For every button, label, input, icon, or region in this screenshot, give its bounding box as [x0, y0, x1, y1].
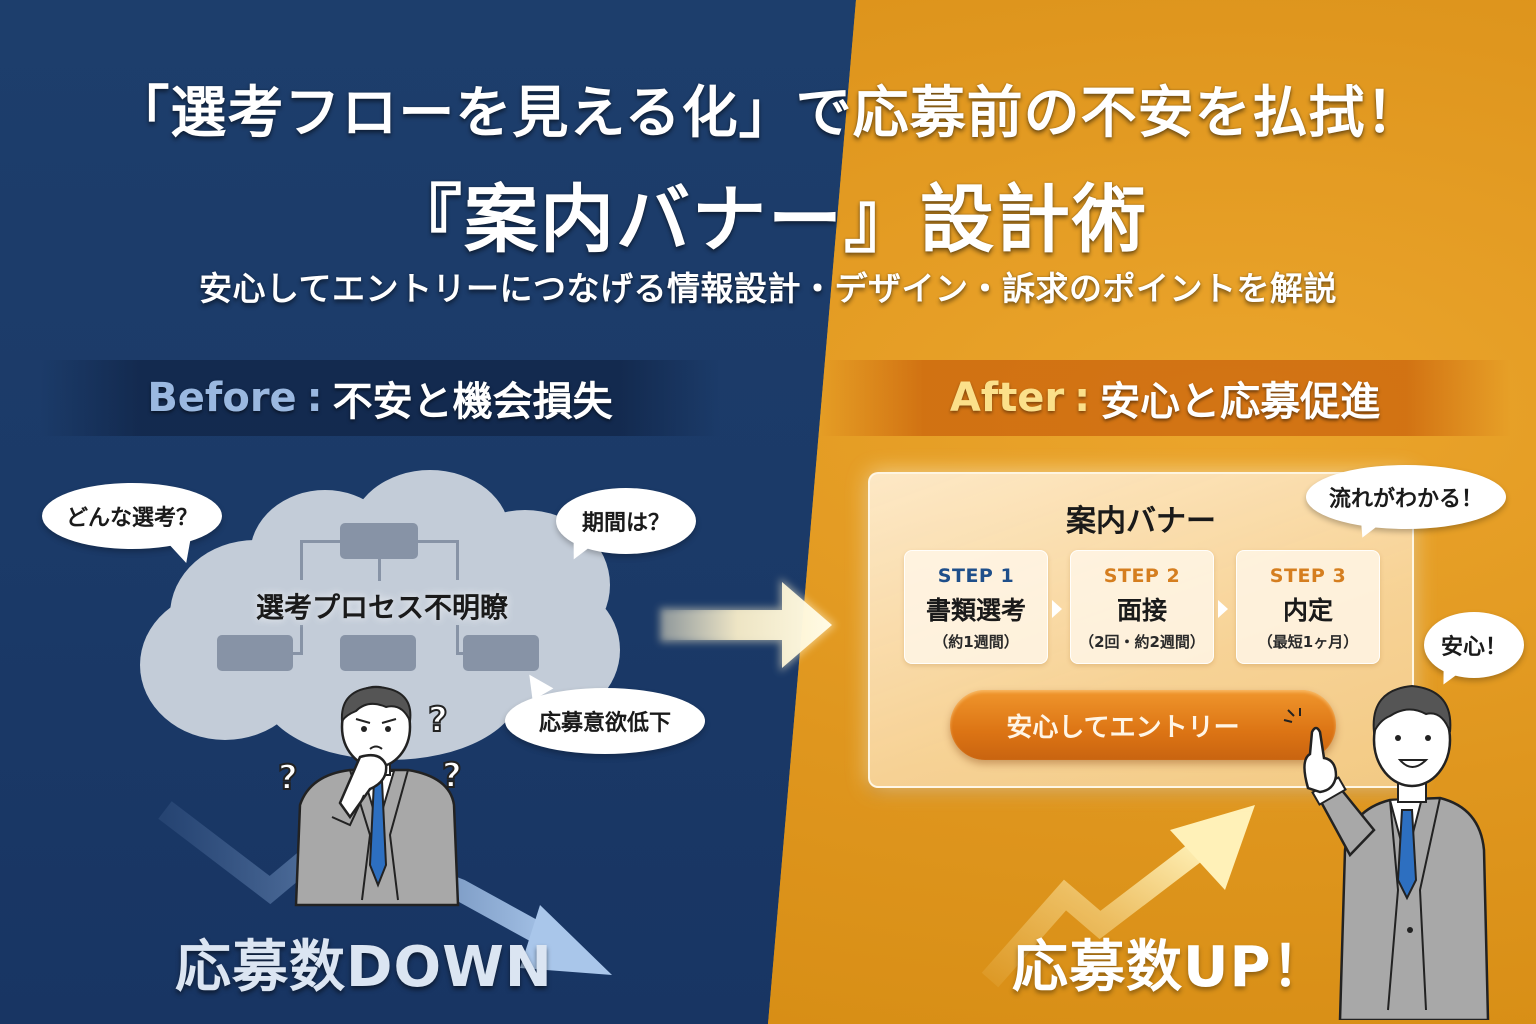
flow-node-center — [340, 635, 416, 671]
flow-connector — [378, 559, 381, 581]
speech-bubble-relief: 安心！ — [1424, 612, 1524, 690]
step-number: STEP 2 — [1103, 565, 1181, 587]
flow-node-top — [340, 523, 418, 559]
entry-button-label: 安心してエントリー — [1006, 712, 1240, 743]
entry-button[interactable]: 安心してエントリー — [950, 690, 1336, 760]
step-card-1: STEP 1 書類選考 （約1週間） — [904, 550, 1048, 664]
applications-down-label: 応募数DOWN — [175, 935, 553, 1000]
speech-bubble-understand-flow: 流れがわかる！ — [1306, 465, 1506, 543]
flow-node-right — [463, 635, 539, 671]
guide-banner: 案内バナー STEP 1 書類選考 （約1週間） STEP 2 面接 （2回・約… — [868, 472, 1414, 788]
flow-connector — [300, 540, 340, 543]
up-trend-arrow-icon — [981, 805, 1255, 988]
flow-connector — [300, 625, 303, 655]
before-section-header: Before : 不安と機会損失 — [40, 360, 720, 436]
bubble-text: 安心！ — [1440, 635, 1507, 660]
step-detail: （最短1ヶ月） — [1257, 633, 1359, 651]
bubble-text: 期間は？ — [581, 511, 670, 536]
step-card-3: STEP 3 内定 （最短1ヶ月） — [1236, 550, 1380, 664]
headline: 「選考フローを見える化」で応募前の不安を払拭！ — [113, 81, 1423, 146]
flow-connector — [456, 540, 459, 580]
flow-connector — [418, 540, 458, 543]
banner-title: 案内バナー — [1066, 504, 1216, 539]
applications-up-label: 応募数UP！ — [1012, 935, 1329, 1000]
flow-node-left — [217, 635, 293, 671]
step-card-2: STEP 2 面接 （2回・約2週間） — [1070, 550, 1214, 664]
step-name: 面接 — [1116, 596, 1167, 625]
main-title: 『案内バナー』設計術 — [388, 177, 1148, 263]
step-number: STEP 1 — [937, 565, 1015, 587]
flow-connector — [456, 652, 466, 655]
speech-bubble-period: 期間は？ — [556, 488, 696, 565]
step-name: 書類選考 — [925, 596, 1026, 625]
speech-bubble-which-selection: どんな選考？ — [42, 483, 222, 567]
after-key: After — [949, 375, 1065, 421]
worried-businessman-illustration — [294, 685, 460, 907]
right-arrow-icon — [660, 578, 836, 672]
flow-connector — [290, 652, 302, 655]
cloud-label: 選考プロセス不明瞭 — [255, 591, 508, 624]
step-name: 内定 — [1282, 596, 1333, 625]
speech-bubble-motivation-drop: 応募意欲低下 — [505, 667, 705, 754]
after-section-header: After : 安心と応募促進 — [820, 360, 1510, 436]
chevron-right-icon — [1218, 600, 1228, 618]
question-mark-icon: ? — [427, 699, 449, 741]
flow-connector — [300, 540, 303, 580]
chevron-right-icon — [1052, 600, 1062, 618]
bubble-text: どんな選考？ — [65, 506, 198, 531]
question-mark-icon: ? — [441, 755, 463, 797]
before-key: Before — [147, 375, 297, 421]
after-heading: 安心と応募促進 — [1100, 379, 1381, 425]
bubble-text: 流れがわかる！ — [1328, 487, 1483, 512]
after-separator: : — [1074, 375, 1091, 421]
step-number: STEP 3 — [1269, 565, 1347, 587]
before-heading: 不安と機会損失 — [332, 379, 613, 425]
step-detail: （2回・約2週間） — [1079, 633, 1205, 651]
happy-businessman-illustration — [1303, 684, 1490, 1020]
question-mark-icon: ? — [277, 757, 299, 799]
step-detail: （約1週間） — [933, 633, 1019, 651]
click-sparkle-icon — [1283, 708, 1301, 723]
bubble-text: 応募意欲低下 — [538, 711, 671, 736]
before-separator: : — [306, 375, 323, 421]
flow-connector — [456, 625, 459, 655]
subtitle: 安心してエントリーにつなげる情報設計・デザイン・訴求のポイントを解説 — [198, 269, 1337, 308]
